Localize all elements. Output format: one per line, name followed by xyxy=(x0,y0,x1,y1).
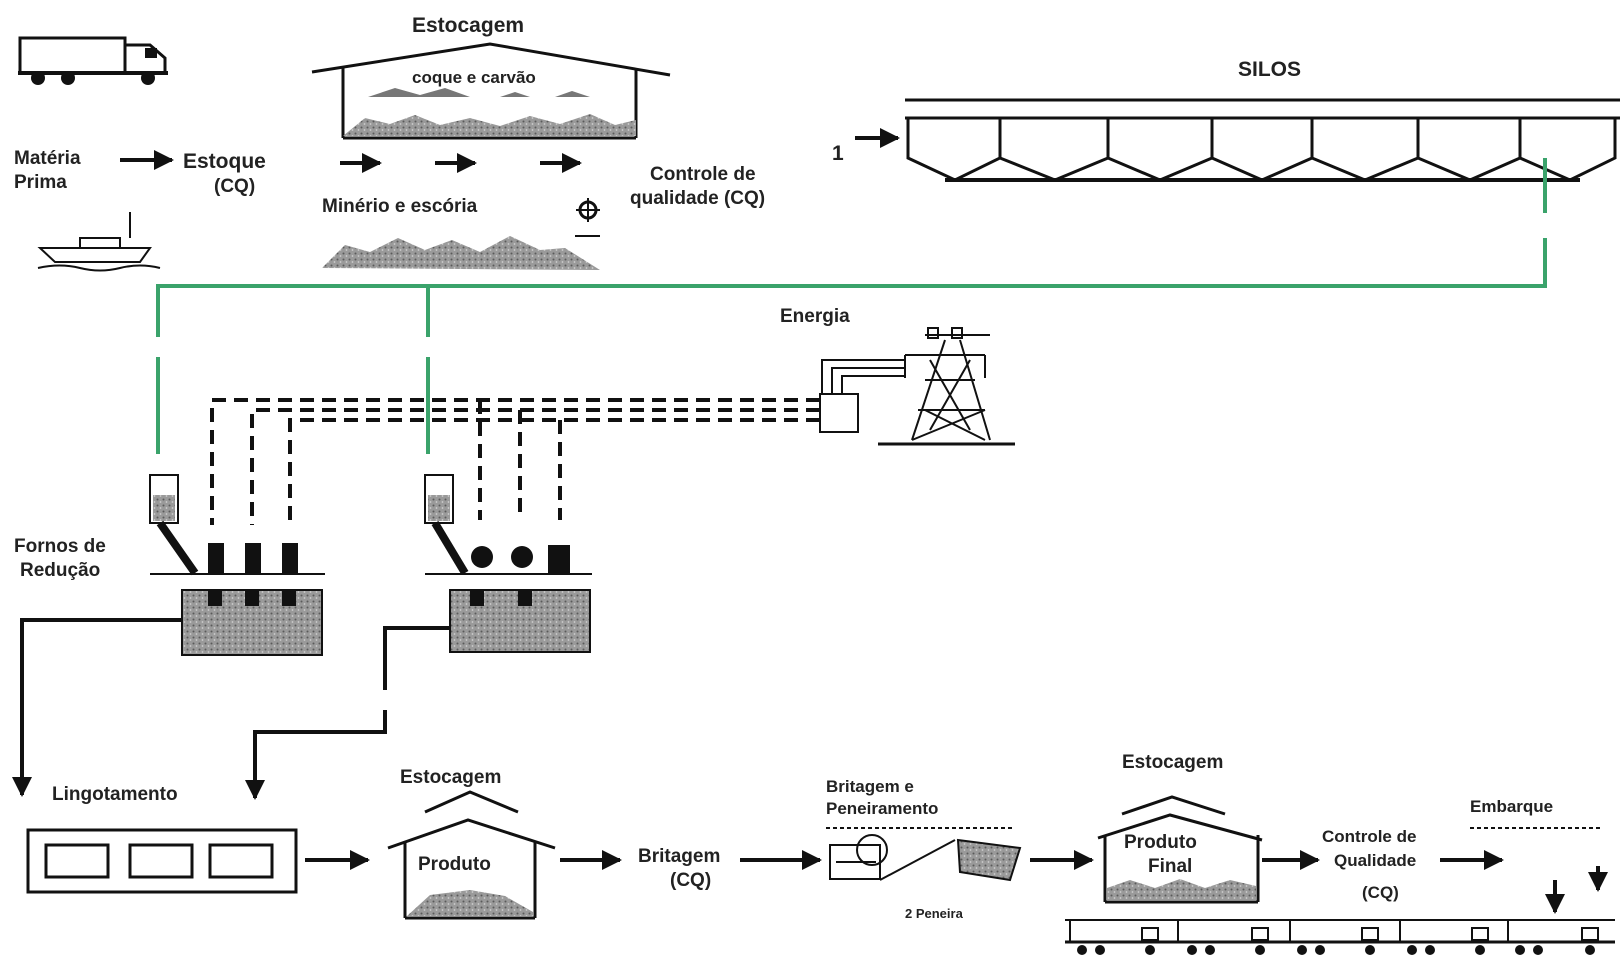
crush-sieve-label-1: Britagem e xyxy=(826,777,914,796)
raw-material-label-1: Matéria xyxy=(14,148,81,169)
stock-label-1: Estoque xyxy=(183,150,266,173)
gear-icon xyxy=(575,198,600,237)
shipping-trucks xyxy=(1065,919,1615,955)
furnaces-label-2: Redução xyxy=(20,560,100,581)
coke-coal-label: coque e carvão xyxy=(412,68,536,87)
crushing-label-1: Britagem xyxy=(638,846,720,867)
energy-dashed-lines xyxy=(210,398,820,525)
crush-sieve-label-2: Peneiramento xyxy=(826,799,938,818)
stock-label-2: (CQ) xyxy=(214,176,255,197)
storage-product-title: Estocagem xyxy=(400,767,501,788)
storage-title: Estocagem xyxy=(412,14,524,37)
quality-label-1: Controle de xyxy=(650,164,756,185)
shipping-label: Embarque xyxy=(1470,797,1553,816)
silos-structure xyxy=(905,98,1620,182)
qc-label-2: Qualidade xyxy=(1334,851,1416,870)
qc-label-3: (CQ) xyxy=(1362,883,1399,902)
ore-pile xyxy=(322,236,600,270)
furnace-2 xyxy=(424,474,592,653)
silo-marker: 1 xyxy=(832,142,844,165)
green-feed-lines xyxy=(156,158,1547,454)
product-label: Produto xyxy=(418,854,491,875)
raw-material-label-2: Prima xyxy=(14,172,67,193)
ship-icon xyxy=(37,212,161,272)
qc-label-1: Controle de xyxy=(1322,827,1416,846)
casting-molds xyxy=(26,828,298,894)
silos-title: SILOS xyxy=(1238,58,1301,81)
product-shed xyxy=(387,790,556,920)
final-product-shed xyxy=(1097,795,1263,904)
power-tower-icon xyxy=(819,327,1015,446)
final-product-label-2: Final xyxy=(1148,856,1192,877)
crushing-label-2: (CQ) xyxy=(670,870,711,891)
casting-flow-lines xyxy=(12,618,450,800)
sieve-note: 2 Peneira xyxy=(905,906,964,921)
furnace-1 xyxy=(149,474,325,656)
storage-shed xyxy=(311,42,671,140)
final-product-label-1: Produto xyxy=(1124,832,1197,853)
ore-slag-label: Minério e escória xyxy=(322,196,478,217)
furnaces-label-1: Fornos de xyxy=(14,536,106,557)
quality-label-2: qualidade (CQ) xyxy=(630,188,765,209)
storage-final-title: Estocagem xyxy=(1122,752,1223,773)
crusher-sieve-icon xyxy=(826,827,1022,882)
energy-label: Energia xyxy=(780,306,850,327)
casting-label: Lingotamento xyxy=(52,784,178,805)
truck-icon xyxy=(18,36,168,85)
